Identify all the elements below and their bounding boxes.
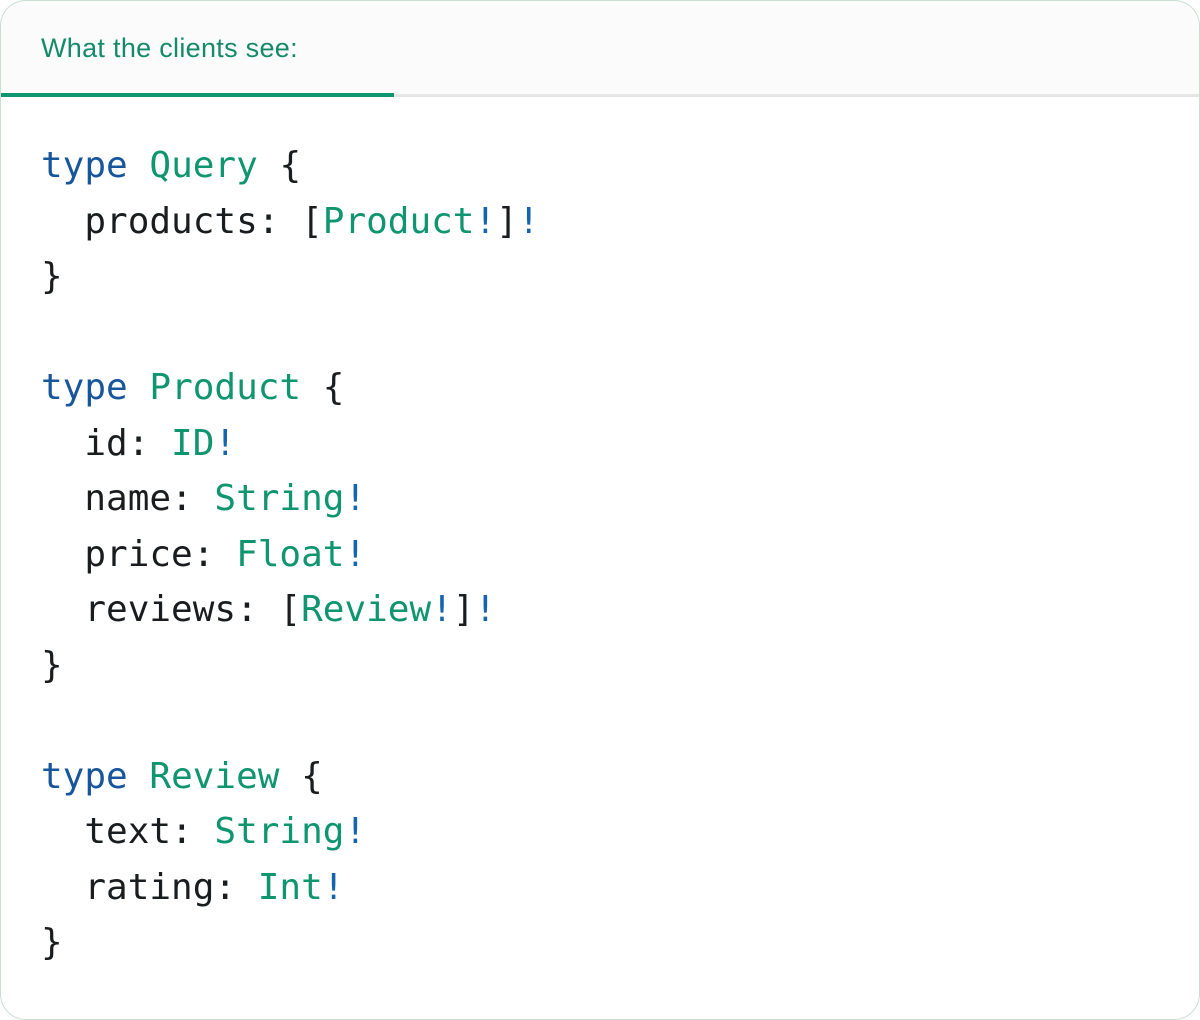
tab-bar: What the clients see: [1, 1, 1199, 97]
code-token-pl: } [41, 644, 63, 686]
code-line: } [41, 915, 1159, 971]
code-token-pl: } [41, 922, 63, 963]
code-token-ty: Product [149, 367, 302, 408]
code-token-ty: String [214, 811, 345, 852]
code-token-ty: Review [301, 589, 432, 630]
code-token-bang: ! [214, 422, 237, 464]
code-token-pl: ] [452, 589, 475, 630]
code-token-pl [128, 145, 150, 186]
code-token-kw: type [41, 755, 128, 797]
code-token-pl: ] [496, 200, 518, 242]
code-token-ty: Float [236, 533, 345, 575]
active-tab-indicator [1, 93, 394, 97]
code-token-bang: ! [431, 589, 453, 630]
code-line: } [41, 249, 1159, 305]
code-token-pl [128, 367, 150, 408]
code-token-ty: Query [149, 145, 258, 186]
code-token-ty: Review [149, 755, 280, 797]
code-token-pl: { [257, 145, 302, 186]
code-token-kw: type [41, 367, 128, 408]
code-token-pl [128, 756, 150, 797]
code-line: text: String! [41, 804, 1159, 860]
code-line: products: [Product!]! [41, 194, 1159, 250]
code-line: type Query { [41, 138, 1159, 194]
code-line: } [41, 638, 1159, 694]
graphql-schema-code: type Query { products: [Product!]!} type… [41, 138, 1159, 971]
code-line: type Product { [41, 360, 1159, 416]
code-line [41, 305, 1159, 361]
code-token-ty: ID [171, 422, 215, 464]
code-line [41, 693, 1159, 749]
code-token-pl: text: [41, 811, 215, 852]
code-line: price: Float! [41, 527, 1159, 583]
code-token-ty: Product [322, 200, 475, 242]
code-line: reviews: [Review!]! [41, 582, 1159, 638]
code-token-pl: rating: [41, 866, 258, 908]
code-area: type Query { products: [Product!]!} type… [1, 97, 1199, 1019]
code-token-bang: ! [474, 589, 497, 630]
code-token-bang: ! [517, 200, 540, 242]
code-token-ty: Int [257, 866, 323, 908]
code-token-bang: ! [322, 866, 345, 908]
code-token-pl: products: [ [41, 200, 323, 242]
code-token-pl: id: [41, 422, 172, 464]
code-token-pl: price: [41, 533, 237, 575]
code-token-pl: name: [41, 478, 215, 519]
code-token-bang: ! [344, 533, 367, 575]
code-token-pl: { [279, 755, 323, 797]
code-token-pl: { [301, 367, 345, 408]
code-token-bang: ! [344, 478, 367, 519]
code-token-pl: } [41, 256, 63, 297]
code-line: name: String! [41, 471, 1159, 527]
code-line: rating: Int! [41, 860, 1159, 916]
code-line: type Review { [41, 749, 1159, 805]
code-line: id: ID! [41, 416, 1159, 472]
tab-what-clients-see[interactable]: What the clients see: [1, 1, 394, 94]
code-token-bang: ! [474, 200, 497, 242]
tab-label: What the clients see: [41, 33, 298, 63]
code-token-kw: type [41, 145, 128, 186]
code-token-bang: ! [344, 811, 367, 852]
code-token-pl: reviews: [ [41, 589, 302, 630]
code-token-ty: String [214, 478, 345, 519]
